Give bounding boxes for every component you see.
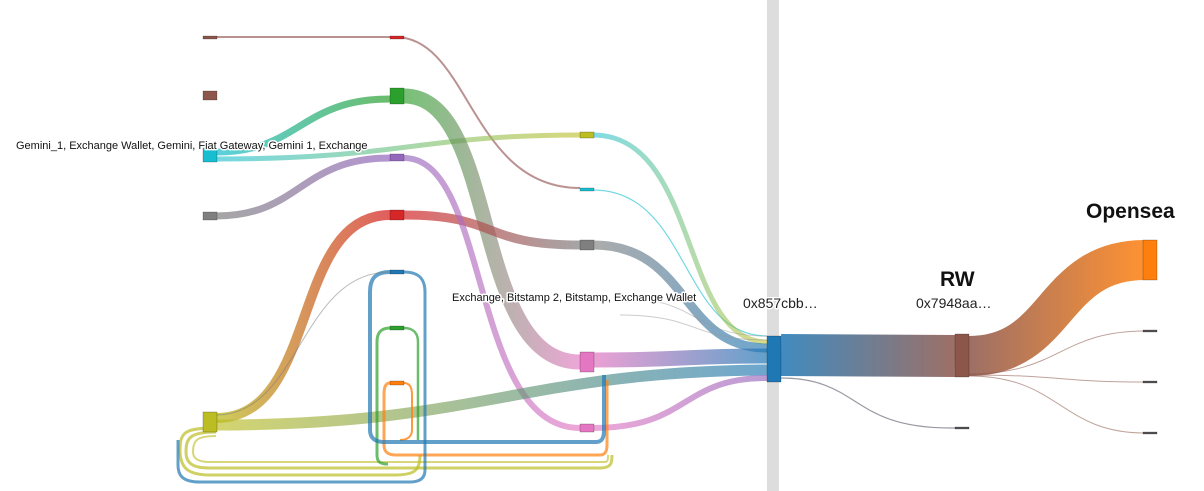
- link-orange-loop: [382, 380, 609, 457]
- label-gemini: Gemini_1, Exchange Wallet, Gemini, Fiat …: [16, 140, 368, 152]
- link-thin-cyan-hub: [592, 189, 768, 337]
- link-green-inner: [403, 326, 420, 440]
- link-gray-hub: [592, 240, 768, 353]
- link-blue-loop-right: [176, 270, 427, 484]
- node-blue-small: [389, 269, 405, 275]
- node-out-3: [1142, 431, 1158, 435]
- node-gray-mid: [579, 239, 595, 251]
- node-green-small: [389, 325, 405, 331]
- link-orange-inner: [399, 382, 413, 441]
- node-cyan-thin: [579, 187, 595, 192]
- node-top-red-line: [389, 35, 405, 40]
- node-purple: [389, 153, 405, 162]
- node-rw: [954, 333, 970, 378]
- node-olive-small: [579, 131, 595, 139]
- link-rw-out-2: [968, 374, 1157, 383]
- label-rw-name: RW: [940, 268, 975, 291]
- link-olive-red: [215, 210, 391, 423]
- separator-bar: [767, 0, 779, 491]
- label-rw-address: 0x7948aa…: [916, 295, 992, 311]
- node-gray-left: [202, 211, 218, 221]
- link-purple-pinkbottom: [403, 155, 581, 431]
- link-cyan-olive: [215, 132, 581, 162]
- link-hub-small-out: [780, 377, 968, 429]
- link-faint-2: [619, 314, 768, 341]
- node-red: [389, 209, 405, 221]
- label-opensea: Opensea: [1086, 200, 1175, 223]
- node-pink: [579, 351, 595, 373]
- link-red-gray: [403, 210, 581, 250]
- node-hub: [766, 335, 782, 383]
- labels-layer: Gemini_1, Exchange Wallet, Gemini, Fiat …: [15, 139, 1177, 313]
- link-faint-1: [619, 297, 768, 337]
- link-olive-loop-3: [191, 435, 609, 463]
- link-blue-loop: [368, 270, 606, 444]
- node-opensea: [1142, 239, 1158, 281]
- link-cyan-green: [215, 95, 391, 156]
- link-olivebig-hub: [215, 364, 768, 431]
- link-top-brown-hub: [216, 36, 581, 189]
- node-out-2: [1142, 380, 1158, 384]
- node-out-1: [1142, 329, 1158, 333]
- link-rw-opensea: [967, 240, 1146, 376]
- link-hub-rw: [780, 334, 956, 377]
- label-bitstamp: Exchange, Bitstamp 2, Bitstamp, Exchange…: [452, 292, 696, 304]
- node-brown: [202, 90, 218, 101]
- node-top-brown-line: [202, 35, 218, 40]
- node-olive-big: [202, 411, 218, 433]
- node-small-dark: [954, 426, 970, 430]
- link-rw-out-3: [968, 375, 1157, 434]
- node-green: [389, 87, 405, 105]
- link-olive-loop-2: [184, 430, 614, 470]
- link-pinkbottom-hub: [592, 375, 768, 431]
- node-pink-bottom: [579, 423, 595, 433]
- link-rw-out-1: [968, 330, 1157, 375]
- nodes-layer: [202, 35, 1158, 435]
- link-thin-olive-up: [215, 271, 391, 416]
- link-gray-purple: [215, 154, 391, 220]
- link-green-loop: [375, 326, 391, 466]
- links-layer: [176, 36, 1157, 484]
- link-pink-hub: [592, 348, 768, 368]
- node-orange-small: [389, 380, 405, 386]
- node-cyan: [202, 147, 218, 163]
- link-olive-loop-1: [178, 426, 422, 477]
- label-hub: 0x857cbb…: [743, 295, 818, 311]
- link-olive-hub: [592, 132, 768, 345]
